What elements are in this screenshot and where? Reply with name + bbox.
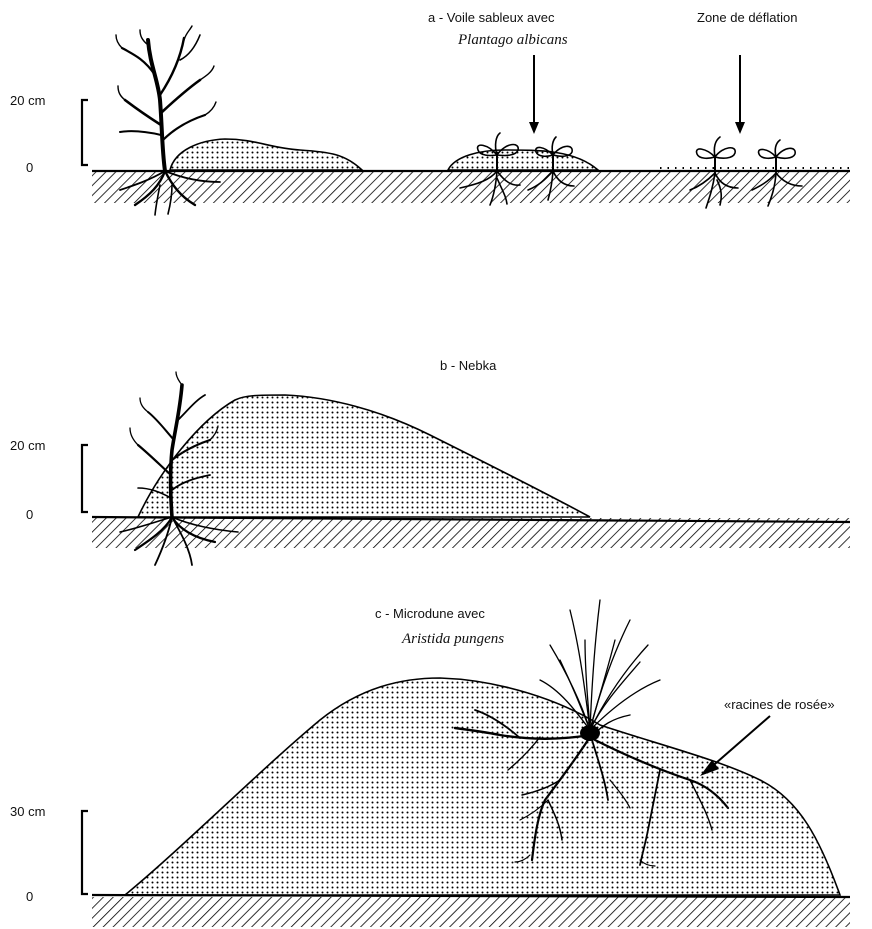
nebka-mound (138, 395, 590, 517)
title-a-species: Plantago albicans (457, 32, 568, 48)
scale-label-zero-a: 0 (26, 160, 33, 175)
roots-label: «racines de rosée» (724, 697, 835, 712)
scale-label-zero-c: 0 (26, 889, 33, 904)
title-b: b - Nebka (440, 358, 497, 373)
scale-label-top-c: 30 cm (10, 804, 45, 819)
scale-bar-a: 20 cm 0 (10, 93, 88, 175)
scale-label-top-a: 20 cm (10, 93, 45, 108)
panel-a: 20 cm 0 (10, 10, 850, 215)
scale-label-zero-b: 0 (26, 507, 33, 522)
sand-veil-right (448, 150, 598, 170)
soil-hatch-c (92, 897, 850, 927)
arrowhead-a-deflation (735, 122, 745, 134)
title-c-line1: c - Microdune avec (375, 606, 485, 621)
arrowhead-a-veil (529, 122, 539, 134)
title-c-species: Aristida pungens (401, 631, 504, 647)
deflation-zone-label: Zone de déflation (697, 10, 797, 25)
sand-veil-left (170, 139, 362, 170)
panel-b: 20 cm 0 b - Nebka (10, 358, 850, 565)
soil-hatch-b (92, 518, 850, 548)
panel-c: 30 cm 0 (10, 600, 850, 927)
title-a-line1: a - Voile sableux avec (428, 10, 555, 25)
scale-label-top-b: 20 cm (10, 438, 45, 453)
arrow-c-roots (708, 716, 770, 770)
soil-hatch-a (92, 171, 850, 203)
scale-bar-b: 20 cm 0 (10, 438, 88, 522)
scale-bar-c: 30 cm 0 (10, 804, 88, 904)
